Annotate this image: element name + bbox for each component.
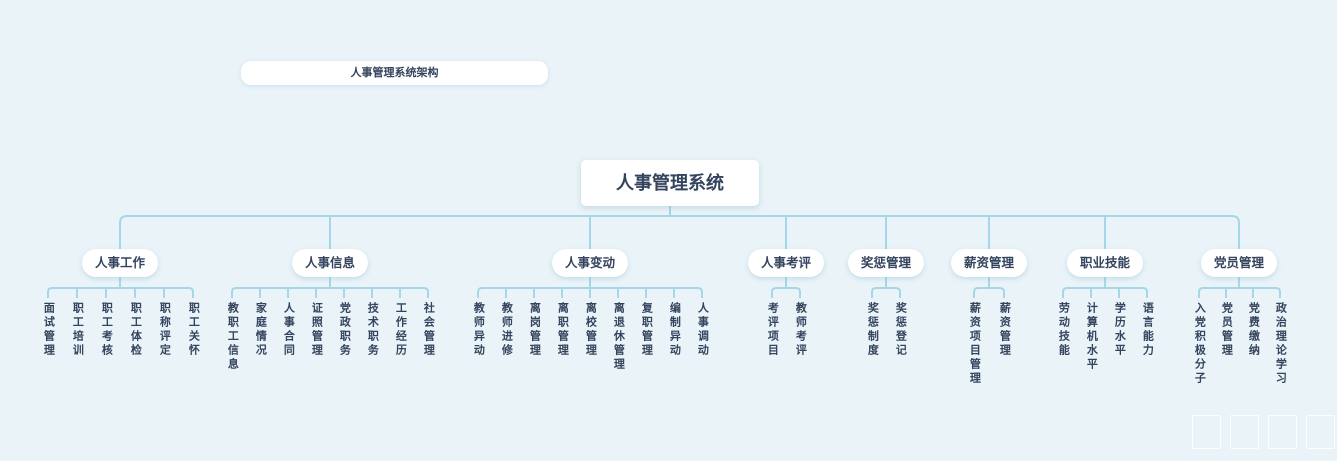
diagram-title-banner[interactable]: 人事管理系统架构 — [241, 61, 548, 85]
leaf-node[interactable]: 人事调动 — [696, 302, 709, 358]
leaf-node[interactable]: 家庭情况 — [254, 302, 267, 358]
watermark-square — [1306, 415, 1335, 449]
leaf-node[interactable]: 离职管理 — [556, 302, 569, 358]
leaf-node[interactable]: 奖惩制度 — [866, 302, 879, 358]
leaf-node[interactable]: 政治理论学习 — [1274, 302, 1287, 386]
leaf-node[interactable]: 编制异动 — [668, 302, 681, 358]
leaf-node[interactable]: 教师进修 — [500, 302, 513, 358]
leaf-node[interactable]: 教职工信息 — [226, 302, 239, 372]
leaf-node[interactable]: 劳动技能 — [1057, 302, 1070, 358]
leaf-node[interactable]: 职工培训 — [71, 302, 84, 358]
leaf-node[interactable]: 计算机水平 — [1085, 302, 1098, 372]
leaf-node[interactable]: 工作经历 — [394, 302, 407, 358]
connector-path — [47, 287, 194, 298]
branch-node[interactable]: 人事变动 — [551, 249, 629, 277]
branch-node[interactable]: 奖惩管理 — [847, 249, 925, 277]
connector-path — [231, 287, 429, 298]
branch-node[interactable]: 党员管理 — [1200, 249, 1278, 277]
leaf-node[interactable]: 考评项目 — [766, 302, 779, 358]
connector-path — [119, 215, 1240, 249]
branch-node[interactable]: 职业技能 — [1066, 249, 1144, 277]
leaf-node[interactable]: 党员管理 — [1220, 302, 1233, 358]
leaf-node[interactable]: 复职管理 — [640, 302, 653, 358]
leaf-node[interactable]: 职工体检 — [129, 302, 142, 358]
leaf-node[interactable]: 党费缴纳 — [1247, 302, 1260, 358]
root-node[interactable]: 人事管理系统 — [581, 160, 759, 206]
leaf-node[interactable]: 学历水平 — [1113, 302, 1126, 358]
leaf-node[interactable]: 语言能力 — [1141, 302, 1154, 358]
leaf-node[interactable]: 离退休管理 — [612, 302, 625, 372]
connector-path — [1062, 287, 1148, 298]
leaf-node[interactable]: 职工考核 — [100, 302, 113, 358]
leaf-node[interactable]: 面试管理 — [42, 302, 55, 358]
leaf-node[interactable]: 党政职务 — [338, 302, 351, 358]
leaf-node[interactable]: 入党积极分子 — [1193, 302, 1206, 386]
watermark-square — [1268, 415, 1297, 449]
leaf-node[interactable]: 离校管理 — [584, 302, 597, 358]
connector-path — [1198, 287, 1281, 298]
connector-path — [973, 287, 1005, 298]
leaf-node[interactable]: 职称评定 — [158, 302, 171, 358]
watermark-square — [1230, 415, 1259, 449]
leaf-node[interactable]: 薪资管理 — [998, 302, 1011, 358]
leaf-node[interactable]: 奖惩登记 — [894, 302, 907, 358]
leaf-node[interactable]: 技术职务 — [366, 302, 379, 358]
leaf-node[interactable]: 教师考评 — [794, 302, 807, 358]
connector-path — [871, 287, 901, 298]
branch-node[interactable]: 人事工作 — [81, 249, 159, 277]
leaf-node[interactable]: 证照管理 — [310, 302, 323, 358]
leaf-node[interactable]: 职工关怀 — [187, 302, 200, 358]
connector-path — [771, 287, 801, 298]
watermark-square — [1192, 415, 1221, 449]
leaf-node[interactable]: 薪资项目管理 — [968, 302, 981, 386]
branch-node[interactable]: 人事考评 — [747, 249, 825, 277]
leaf-node[interactable]: 教师异动 — [472, 302, 485, 358]
leaf-node[interactable]: 离岗管理 — [528, 302, 541, 358]
leaf-node[interactable]: 人事合同 — [282, 302, 295, 358]
branch-node[interactable]: 人事信息 — [291, 249, 369, 277]
branch-node[interactable]: 薪资管理 — [950, 249, 1028, 277]
leaf-node[interactable]: 社会管理 — [422, 302, 435, 358]
